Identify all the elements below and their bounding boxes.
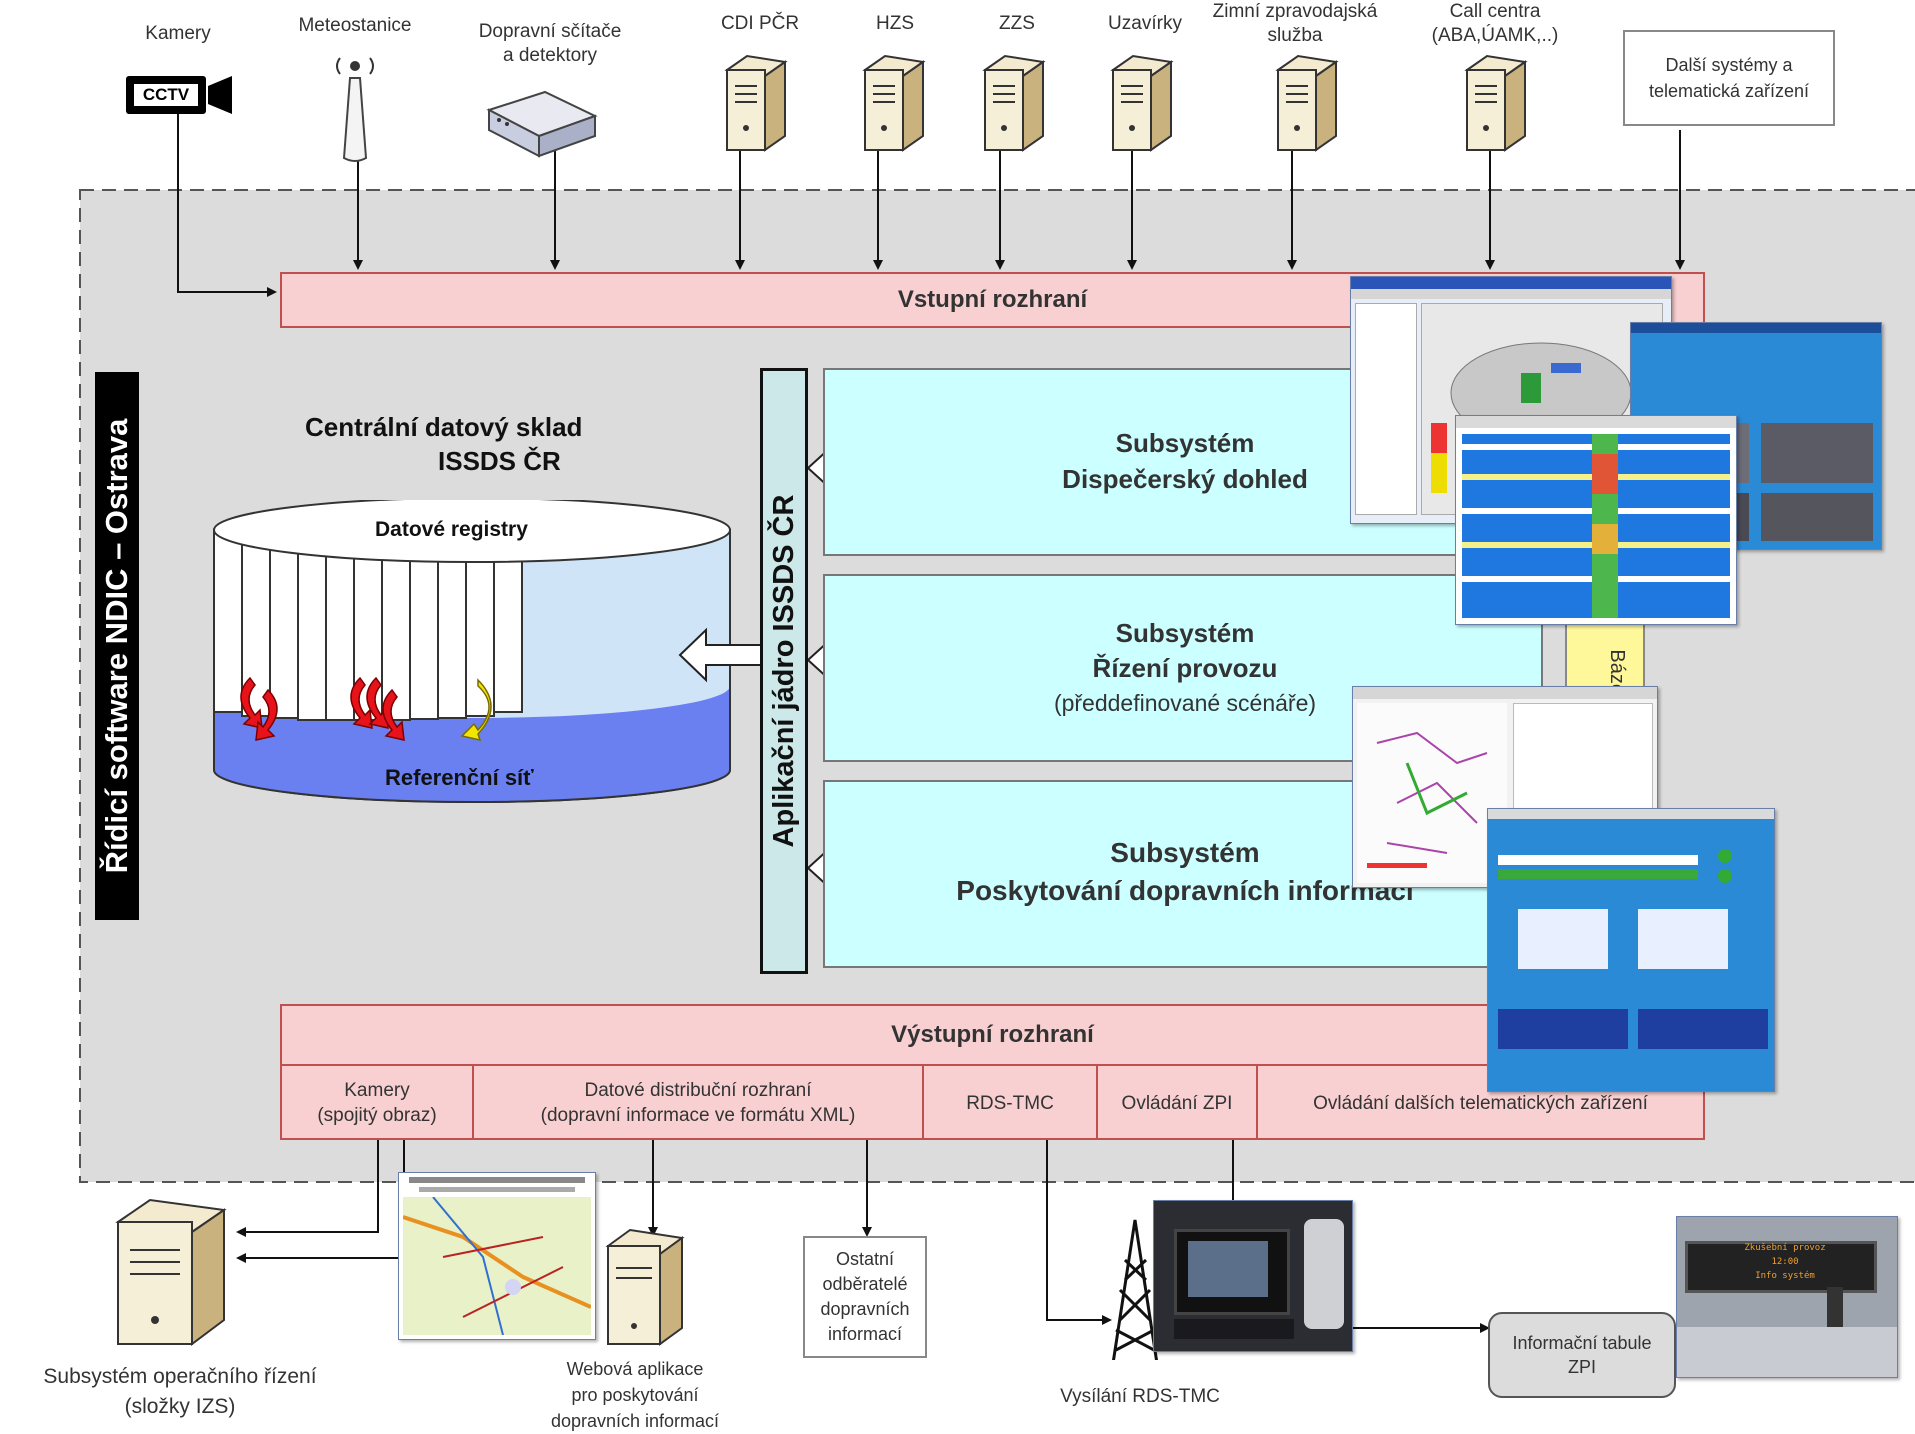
web-app-line2: pro poskytování [571,1385,699,1405]
web-app-label: Webová aplikace pro poskytování dopravní… [520,1356,750,1434]
other-consumers-box: Ostatní odběratelé dopravních informací [803,1236,927,1358]
other-consumers-line3: dopravních [820,1299,910,1319]
rds-broadcast-label: Vysílání RDS-TMC [1060,1386,1220,1407]
output-cell-xml-text: Datové distribuční rozhraní (dopravní in… [540,1080,856,1126]
zimni-line2: služba [1267,25,1323,46]
warehouse-title-line2: ISSDS ČR [438,446,561,476]
operational-line1: Subsystém operačního řízení [43,1365,317,1388]
red-link-arrows [240,676,405,741]
source-label-hzs: HZS [876,13,914,34]
screenshot-form [1487,808,1775,1092]
source-label-kamery: Kamery [145,23,211,44]
sign-text-line2: 12:00 [1771,1257,1799,1267]
zimni-line1: Zimní zpravodajská [1212,1,1378,22]
web-app-line3: dopravních informací [550,1411,720,1431]
output-cell-xml: Datové distribuční rozhraní (dopravní in… [474,1066,924,1140]
scitace-line2: a detektory [503,45,597,66]
radio-tower-icon [1112,1219,1158,1360]
output-cell-cameras-text: Kamery (spojitý obraz) [317,1080,437,1126]
subsystem-dispatch-line2: Dispečerský dohled [1062,464,1308,494]
output-cell-cameras: Kamery (spojitý obraz) [282,1066,474,1140]
other-consumers-line2: odběratelé [822,1274,908,1294]
other-consumers-line4: informací [827,1324,903,1344]
call-line1: Call centra [1449,1,1541,22]
operational-line2: (složky IZS) [124,1395,236,1418]
source-label-scitace: Dopravní sčítače a detektory [460,20,640,68]
warehouse-title-line1: Centrální datový sklad [305,412,583,442]
output-cell-zpi: Ovládání ZPI [1098,1066,1258,1140]
ndic-vertical-title: Řídicí software NDIC – Ostrava [95,372,139,920]
warehouse-title: Centrální datový sklad ISSDS ČR [250,410,730,478]
source-label-cdi: CDI PČR [720,13,800,34]
output-interface-label: Výstupní rozhraní [282,1006,1703,1066]
subsystem-info-line1: Subsystém [1110,837,1260,868]
sign-text-line3: Info systém [1755,1271,1815,1281]
detector-device-icon [485,90,600,165]
info-board-line1: Informační tabule [1512,1333,1652,1353]
screenshot-status-table [1455,415,1737,625]
zpi-sign-photo: Zkušební provoz 12:00 Info systém [1676,1216,1898,1378]
output-cell-zpi-text: Ovládání ZPI [1121,1092,1233,1114]
yellow-link-arrow [460,678,492,742]
subsystem-dispatch-line1: Subsystém [1115,428,1255,458]
subsystem-traffic-line2: Řízení provozu [1092,653,1278,683]
call-line2: (ABA,ÚAMK,..) [1431,25,1559,46]
output-interface: Výstupní rozhraní Kamery (spojitý obraz)… [280,1004,1705,1140]
output-cell-rds: RDS-TMC [924,1066,1098,1140]
other-consumers-line1: Ostatní [835,1249,895,1269]
server-icon-operational [115,1198,227,1346]
subsystem-info-line2: Poskytování dopravních informací [956,875,1414,906]
dalsi-line2: telematická zařízení [1648,81,1810,101]
server-icon-web [605,1228,685,1346]
server-icons-bottom [115,1198,1158,1360]
source-label-meteostanice: Meteostanice [298,15,412,36]
output-cell-other-text: Ovládání dalších telematických zařízení [1313,1092,1648,1114]
info-board-line2: ZPI [1567,1357,1596,1377]
database-cylinder [213,500,731,803]
operational-label: Subsystém operačního řízení (složky IZS) [0,1362,360,1422]
sign-text-line1: Zkušební provoz [1744,1243,1826,1253]
info-board-box: Informační tabule ZPI [1488,1312,1676,1398]
cctv-text: CCTV [142,85,190,104]
network-label: Referenční síť [385,765,534,790]
cctv-camera-icon: CCTV [124,72,234,118]
web-app-line1: Webová aplikace [566,1359,704,1379]
antenna-icon [330,48,380,168]
application-core-label: Aplikační jádro ISSDS ČR [768,494,800,848]
screenshot-web-map [398,1172,596,1340]
registry-label: Datové registry [375,518,528,541]
source-label-zimni: Zimní zpravodajská služba [1200,0,1390,48]
car-navigation-photo [1153,1200,1353,1352]
output-cell-other: Ovládání dalších telematických zařízení [1258,1066,1703,1140]
subsystem-traffic-line1: Subsystém [1115,618,1255,648]
application-core: Aplikační jádro ISSDS ČR [760,368,808,974]
subsystem-traffic-line3: (předdefinované scénáře) [1053,690,1317,716]
scitace-line1: Dopravní sčítače [478,21,622,42]
source-label-uzavirky: Uzavírky [1108,13,1182,34]
source-label-call: Call centra (ABA,ÚAMK,..) [1405,0,1585,48]
input-interface-label: Vstupní rozhraní [897,286,1088,313]
output-cell-rds-text: RDS-TMC [966,1092,1054,1114]
input-arrows [177,110,1685,297]
source-box-dalsi: Další systémy a telematická zařízení [1623,30,1835,126]
source-label-zzs: ZZS [999,13,1035,34]
dalsi-line1: Další systémy a [1665,55,1793,75]
